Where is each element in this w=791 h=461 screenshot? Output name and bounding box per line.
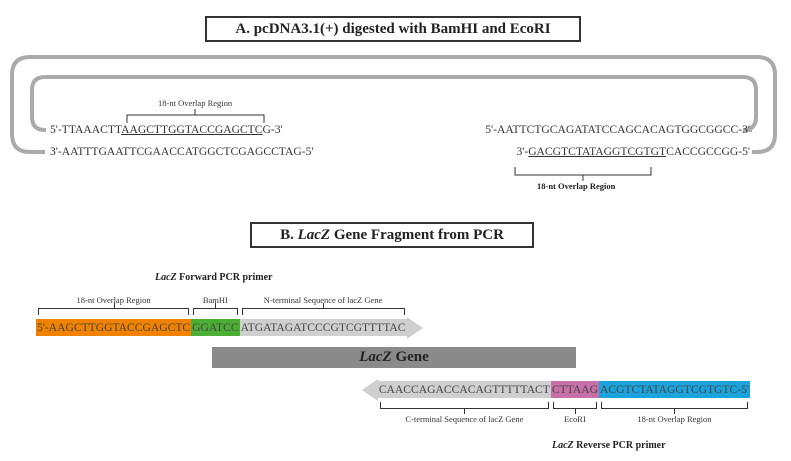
fwd-gene-bracket bbox=[241, 303, 405, 315]
fwd-gene-block: N-terminal Sequence of lacZ Gene ATGATAG… bbox=[239, 295, 407, 336]
plasmid-outer-backbone bbox=[10, 55, 777, 154]
rev-overlap-segment: ACGTCTATAGGTCGTGTC-5' bbox=[599, 383, 749, 396]
fwd-overlap-segment: 5'-AAGCTTGGTACCGAGCTC bbox=[37, 321, 191, 334]
right-overlap-bracket bbox=[514, 167, 652, 181]
rev-overlap-label: 18-nt Overlap Region bbox=[637, 414, 712, 424]
fwd-bamhi-segment: GGATCC bbox=[192, 321, 239, 334]
section-b-title: B. LacZ Gene Fragment from PCR bbox=[250, 222, 534, 248]
rev-ecori-block: EcoRI CTTAAG bbox=[550, 381, 599, 424]
fwd-overlap-bracket bbox=[38, 303, 190, 315]
reverse-primer-label: LacZ Reverse PCR primer bbox=[552, 440, 666, 451]
label-gene: LacZ bbox=[552, 440, 574, 451]
gene-suffix: Gene bbox=[391, 349, 429, 365]
right-top-strand: 5'-AATTCTGCAGATATCCAGCACAGTGGCGGCC-3' bbox=[485, 123, 750, 136]
seq-part: G-3' bbox=[262, 123, 283, 136]
lacz-gene-bar: LacZ Gene bbox=[212, 347, 576, 368]
forward-primer-label: LacZ Forward PCR primer bbox=[155, 272, 272, 283]
rev-overlap-bracket bbox=[600, 402, 748, 414]
left-overlap-bracket bbox=[126, 109, 265, 123]
label-rest: Forward PCR primer bbox=[176, 272, 273, 283]
fwd-overlap-block: 18-nt Overlap Region 5'-AAGCTTGGTACCGAGC… bbox=[36, 295, 192, 336]
fwd-gene-segment: ATGATAGATCCCGTCGTTTTAC bbox=[240, 321, 406, 334]
rev-overlap-block: 18-nt Overlap Region ACGTCTATAGGTCGTGTC-… bbox=[598, 381, 750, 424]
section-a-title: A. pcDNA3.1(+) digested with BamHI and E… bbox=[205, 16, 581, 42]
seq-overlap: GACGTCTATAGGTCGTGT bbox=[528, 145, 667, 158]
rev-gene-segment: CAACCAGACCACAGTTTTTACT bbox=[378, 383, 550, 396]
rev-arrow-head-icon bbox=[361, 378, 378, 401]
gene-name: LacZ bbox=[359, 349, 392, 365]
label-rest: Reverse PCR primer bbox=[573, 440, 666, 451]
forward-primer-bar: 18-nt Overlap Region 5'-AAGCTTGGTACCGAGC… bbox=[36, 295, 423, 339]
fwd-arrow-head-icon bbox=[406, 316, 423, 339]
reverse-primer-bar: C-terminal Sequence of lacZ Gene CAACCAG… bbox=[361, 378, 750, 424]
plasmid-inner-backbone bbox=[30, 75, 758, 132]
rev-ecori-segment: CTTAAG bbox=[551, 383, 598, 396]
seq-part: 5'-TTAAACTT bbox=[50, 123, 122, 136]
fwd-overlap-label: 18-nt Overlap Region bbox=[76, 295, 151, 305]
seq-part: 3'- bbox=[516, 145, 529, 158]
fwd-bamhi-block: BamHI GGATCC bbox=[191, 295, 240, 336]
left-top-strand: 5'-TTAAACTTAAGCTTGGTACCGAGCTCG-3' bbox=[50, 123, 283, 136]
rev-site-bracket bbox=[552, 402, 597, 414]
fwd-gene-label: N-terminal Sequence of lacZ Gene bbox=[263, 295, 383, 305]
left-overlap-label: 18-nt Overlap Region bbox=[158, 98, 233, 108]
left-bottom-strand: 3'-AATTTGAATTCGAACCATGGCTCGAGCCTAG-5' bbox=[50, 145, 314, 158]
rev-gene-label: C-terminal Sequence of lacZ Gene bbox=[405, 414, 524, 424]
title-gene: LacZ bbox=[297, 227, 331, 243]
rev-site-label: EcoRI bbox=[564, 414, 586, 424]
fwd-site-label: BamHI bbox=[202, 295, 228, 305]
title-part: B. bbox=[280, 227, 298, 243]
fwd-site-bracket bbox=[193, 303, 238, 315]
seq-overlap: AAGCTTGGTACCGAGCTC bbox=[121, 123, 263, 136]
label-gene: LacZ bbox=[155, 272, 177, 283]
title-part: Gene Fragment from PCR bbox=[330, 227, 504, 243]
right-bottom-strand: 3'-GACGTCTATAGGTCGTGTCACCGCCGG-5' bbox=[516, 145, 750, 158]
right-overlap-label: 18-nt Overlap Region bbox=[537, 181, 616, 191]
rev-gene-block: C-terminal Sequence of lacZ Gene CAACCAG… bbox=[377, 381, 551, 424]
seq-part: CACCGCCGG-5' bbox=[666, 145, 750, 158]
rev-gene-bracket bbox=[379, 402, 549, 414]
